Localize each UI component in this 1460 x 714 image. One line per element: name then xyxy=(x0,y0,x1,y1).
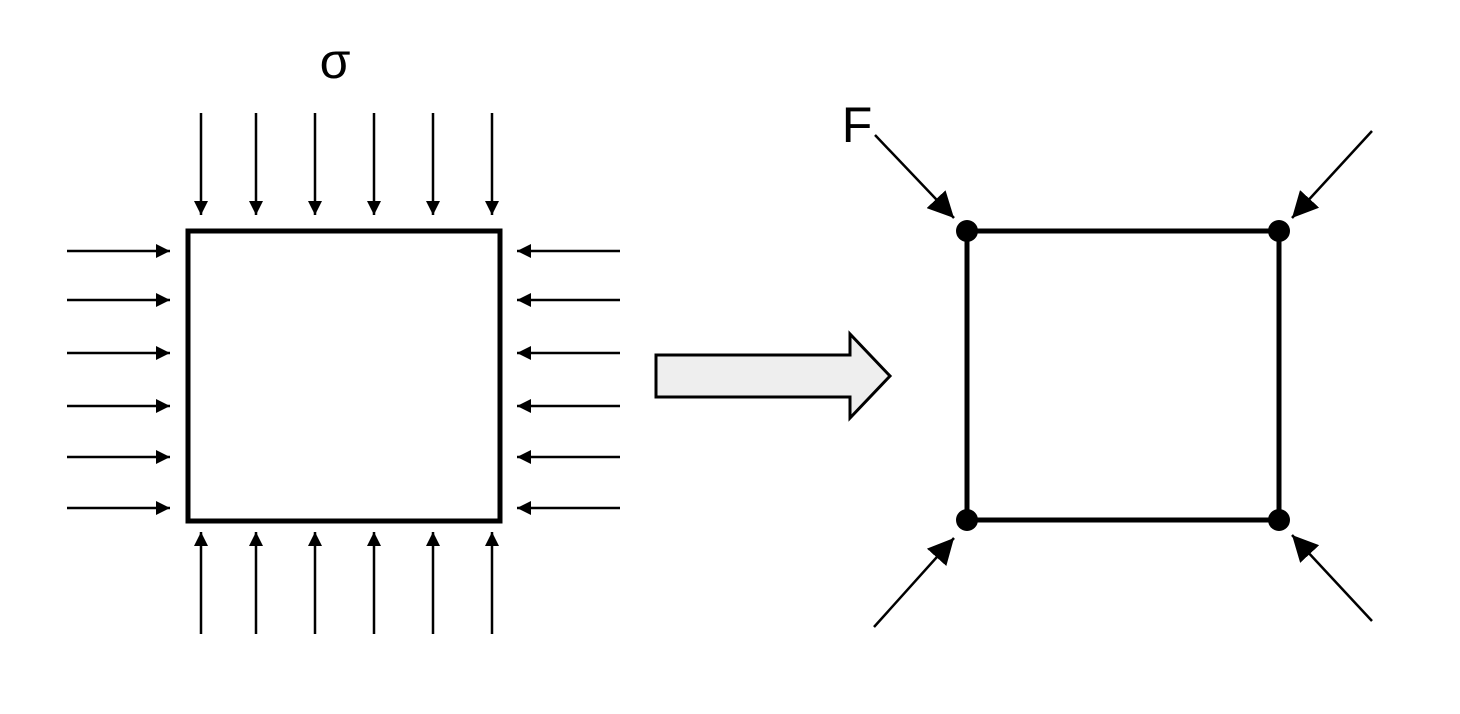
node-bottom-right xyxy=(1268,509,1290,531)
node-top-left xyxy=(956,220,978,242)
left-stress-arrows xyxy=(67,244,170,515)
top-stress-arrows xyxy=(194,113,499,215)
continuum-element-square xyxy=(185,228,503,524)
nodal-force-arrow-bottom-right xyxy=(1291,534,1373,622)
node-bottom-left xyxy=(956,509,978,531)
nodal-force-arrow-bottom-left xyxy=(873,537,955,628)
stress-symbol-label: σ xyxy=(320,33,351,89)
nodal-force-arrow-top-right xyxy=(1291,130,1373,219)
transform-arrow xyxy=(654,330,893,422)
force-symbol-label: F xyxy=(842,97,873,153)
discrete-element-square xyxy=(964,228,1282,523)
continuum-element-group: σ xyxy=(67,33,620,634)
bottom-stress-arrows xyxy=(194,532,499,634)
node-top-right xyxy=(1268,220,1290,242)
nodal-force-arrow-top-left xyxy=(874,134,955,219)
discrete-element-group: F xyxy=(842,97,1373,628)
right-stress-arrows xyxy=(517,244,620,515)
